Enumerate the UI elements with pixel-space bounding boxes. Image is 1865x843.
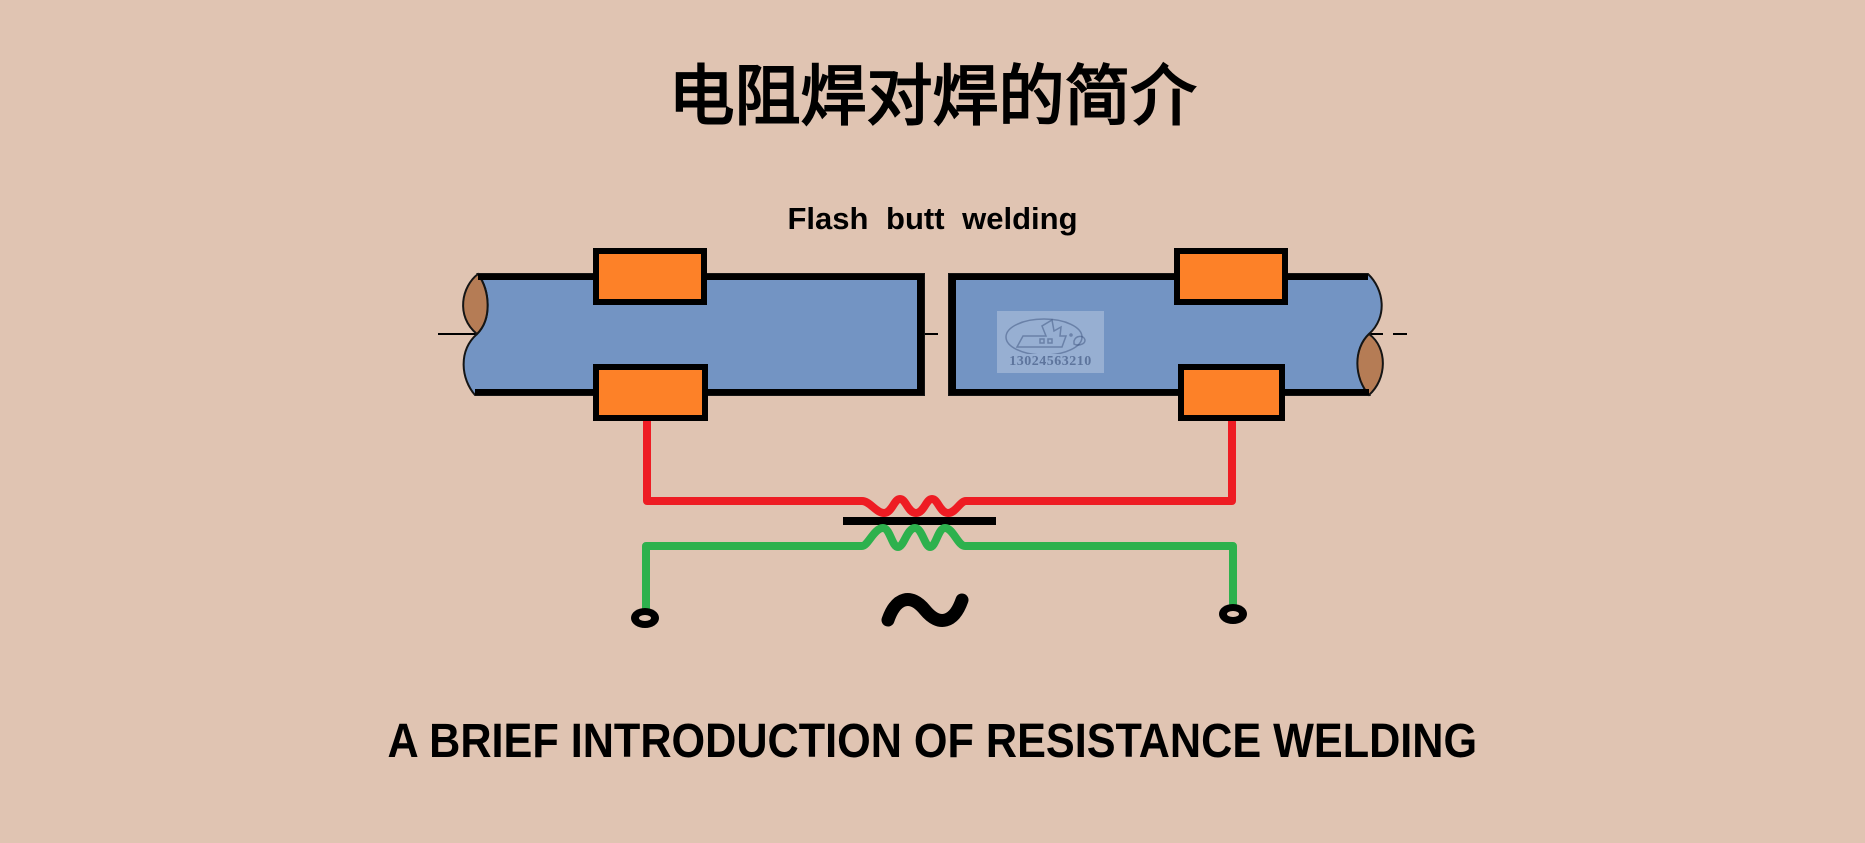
clamp-electrode-bottom-left xyxy=(593,364,708,421)
ac-terminal-right xyxy=(1219,604,1247,624)
page-title: 电阻焊对焊的简介 xyxy=(668,59,1197,133)
diagram-subtitle: Flash butt welding xyxy=(787,201,1078,236)
clamp-electrode-top-left xyxy=(593,248,707,305)
secondary-wire-red xyxy=(643,413,1236,517)
bottom-caption-text: A BRIEF INTRODUCTION OF RESISTANCE WELDI… xyxy=(387,715,1478,768)
clamp-electrode-bottom-right xyxy=(1178,364,1285,421)
clamp-electrode-top-right xyxy=(1174,248,1288,305)
watermark: 13024563210 xyxy=(997,311,1104,373)
watermark-phone: 13024563210 xyxy=(1009,354,1092,369)
watermark-boat-logo-icon xyxy=(1005,318,1086,356)
ac-terminal-left xyxy=(631,608,659,628)
break-lens-left xyxy=(462,272,489,336)
transformer-core xyxy=(843,517,996,525)
bottom-caption: A BRIEF INTRODUCTION OF RESISTANCE WELDI… xyxy=(0,714,1865,769)
ac-symbol xyxy=(881,593,969,627)
primary-wire-green xyxy=(642,524,1237,609)
